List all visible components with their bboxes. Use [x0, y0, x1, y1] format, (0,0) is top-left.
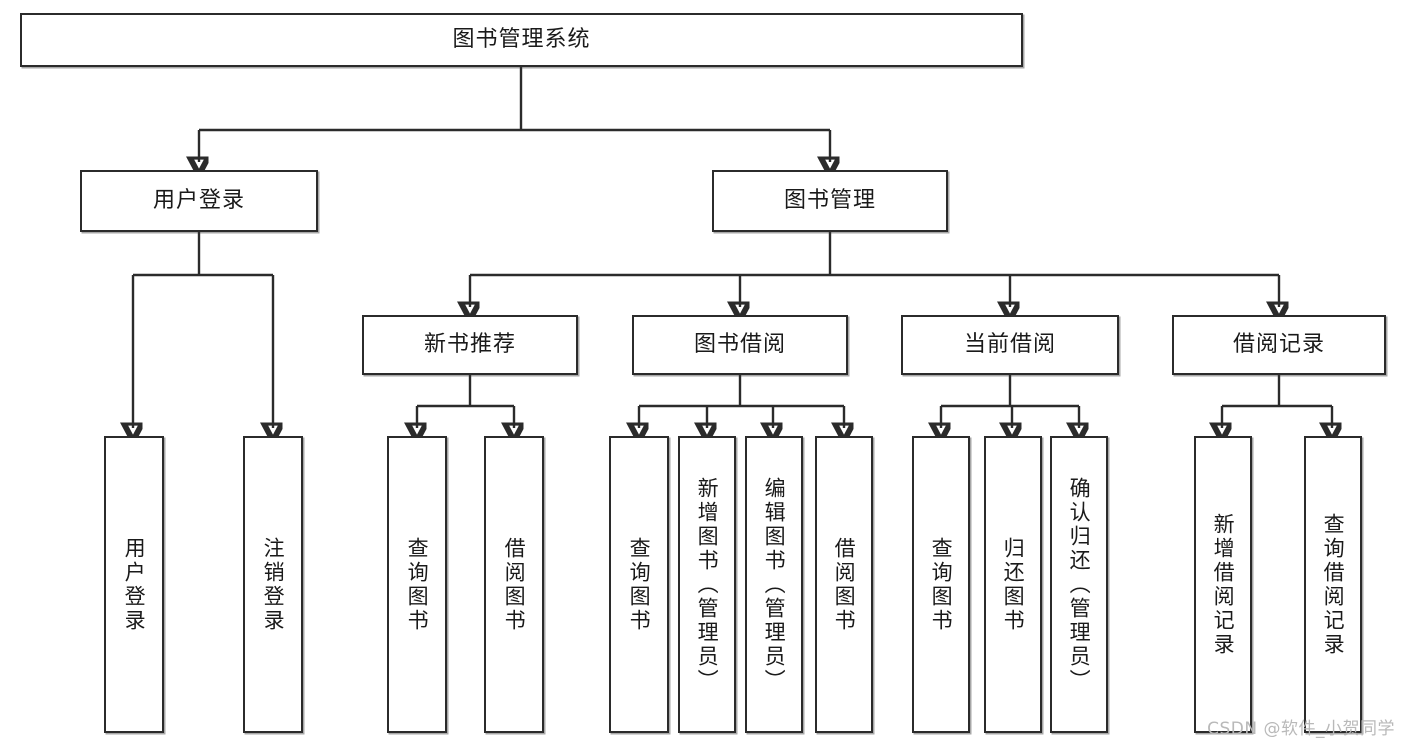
node-book-borrow[interactable]: 图书借阅 — [632, 315, 848, 375]
watermark-text: CSDN @软件_小贺同学 — [1207, 719, 1395, 739]
node-current-borrow[interactable]: 当前借阅 — [901, 315, 1119, 375]
leaf-label: 借阅图书 — [502, 536, 527, 633]
leaf-current-query-book[interactable]: 查询图书 — [912, 436, 970, 733]
leaf-newbook-query-book[interactable]: 查询图书 — [387, 436, 447, 733]
leaf-label: 借阅图书 — [832, 536, 857, 633]
leaf-label: 新增借阅记录 — [1211, 512, 1236, 657]
leaf-borrow-edit-book-admin[interactable]: 编辑图书（管理员） — [745, 436, 803, 733]
leaf-label: 归还图书 — [1001, 536, 1026, 633]
leaf-borrow-query-book[interactable]: 查询图书 — [609, 436, 669, 733]
leaf-borrow-add-book-admin[interactable]: 新增图书（管理员） — [678, 436, 736, 733]
node-user-login[interactable]: 用户登录 — [80, 170, 318, 232]
leaf-borrow-borrow-book[interactable]: 借阅图书 — [815, 436, 873, 733]
leaf-label: 编辑图书（管理员） — [762, 476, 787, 693]
leaf-label: 查询图书 — [405, 536, 430, 633]
leaf-current-confirm-return-admin[interactable]: 确认归还（管理员） — [1050, 436, 1108, 733]
node-borrow-record[interactable]: 借阅记录 — [1172, 315, 1386, 375]
node-root-system[interactable]: 图书管理系统 — [20, 13, 1023, 67]
leaf-record-query-borrow-record[interactable]: 查询借阅记录 — [1304, 436, 1362, 733]
leaf-label: 查询图书 — [627, 536, 652, 633]
leaf-label: 用户登录 — [122, 536, 147, 633]
leaf-label: 新增图书（管理员） — [695, 476, 720, 693]
leaf-label: 查询图书 — [929, 536, 954, 633]
leaf-user-login[interactable]: 用户登录 — [104, 436, 164, 733]
leaf-label: 注销登录 — [261, 536, 286, 633]
leaf-user-logout[interactable]: 注销登录 — [243, 436, 303, 733]
leaf-newbook-borrow-book[interactable]: 借阅图书 — [484, 436, 544, 733]
node-new-book-recommend[interactable]: 新书推荐 — [362, 315, 578, 375]
leaf-record-add-borrow-record[interactable]: 新增借阅记录 — [1194, 436, 1252, 733]
leaf-label: 确认归还（管理员） — [1067, 476, 1092, 693]
leaf-current-return-book[interactable]: 归还图书 — [984, 436, 1042, 733]
leaf-label: 查询借阅记录 — [1321, 512, 1346, 657]
node-book-management[interactable]: 图书管理 — [712, 170, 948, 232]
